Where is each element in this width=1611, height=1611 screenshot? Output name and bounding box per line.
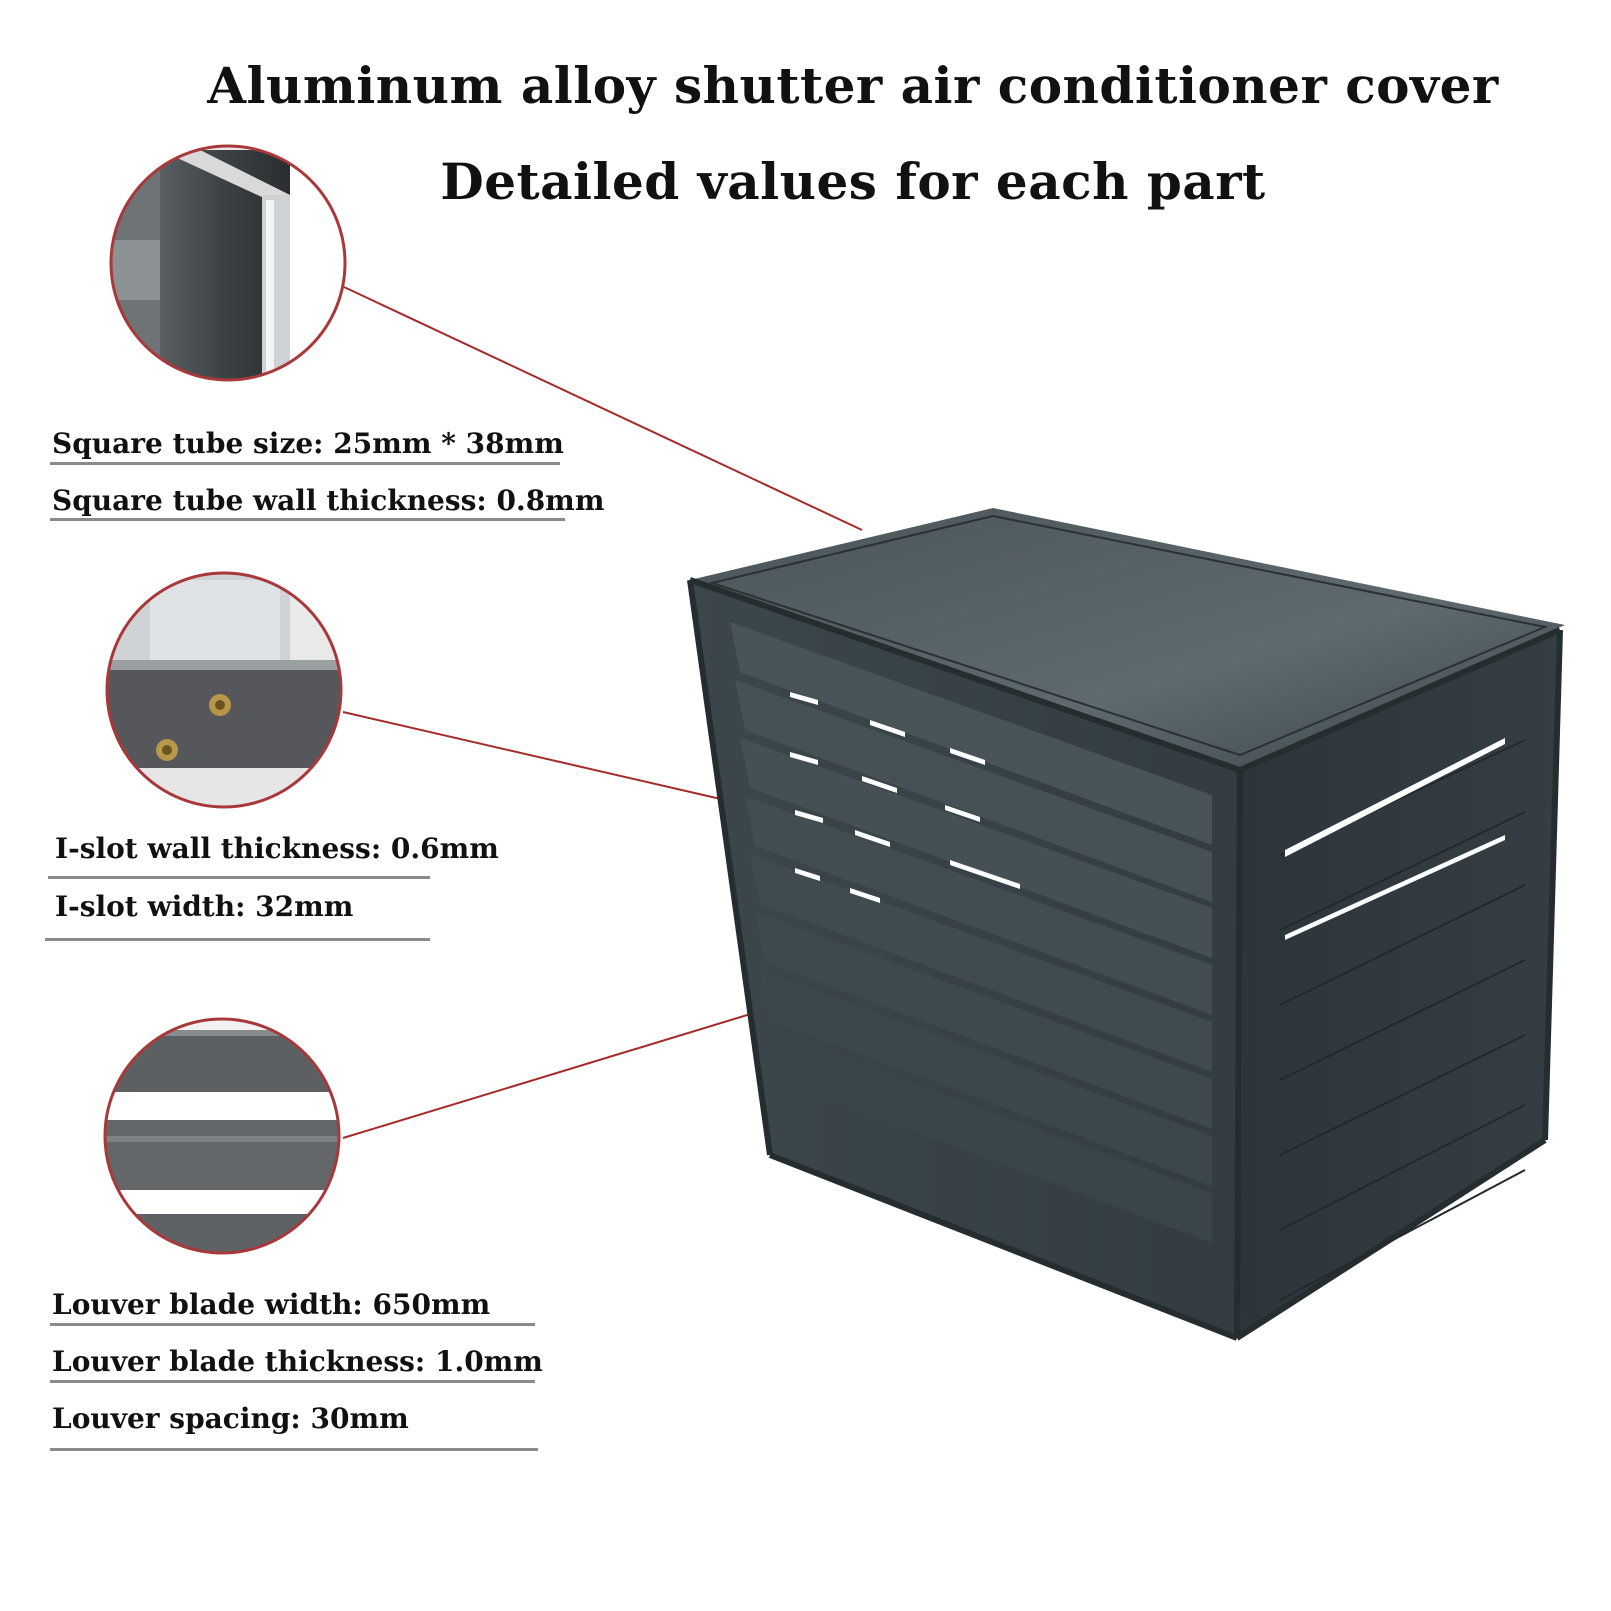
page-title: Aluminum alloy shutter air conditioner c… [207,56,1499,115]
air-conditioner-cover [687,508,1565,1341]
callout-line-i-slot [342,711,726,801]
spec-square-tube-wall-thickness: Square tube wall thickness: 0.8mm [52,484,605,517]
divider-rule [48,876,430,879]
divider-rule [50,1380,535,1383]
cover-side-panel [1237,630,1560,1338]
divider-rule [50,1448,538,1451]
spec-square-tube-size: Square tube size: 25mm * 38mm [52,427,564,460]
divider-rule [45,938,430,941]
zoom-circle-louver [103,1017,341,1255]
page-subtitle: Detailed values for each part [440,152,1266,211]
spec-louver-blade-width: Louver blade width: 650mm [52,1288,491,1321]
callout-line-square-tube [343,286,863,531]
cover-top [690,508,1565,770]
cover-frame [687,577,1563,1341]
spec-louver-blade-thickness: Louver blade thickness: 1.0mm [52,1345,543,1378]
zoom-circle-i-slot [105,571,343,809]
front-louvers [730,622,1212,1243]
zoom-circle-square-tube [109,144,347,382]
spec-i-slot-wall-thickness: I-slot wall thickness: 0.6mm [55,832,499,865]
divider-rule [50,462,560,465]
spec-i-slot-width: I-slot width: 32mm [55,890,354,923]
divider-rule [50,1323,535,1326]
divider-rule [50,518,565,521]
spec-louver-spacing: Louver spacing: 30mm [52,1402,409,1435]
